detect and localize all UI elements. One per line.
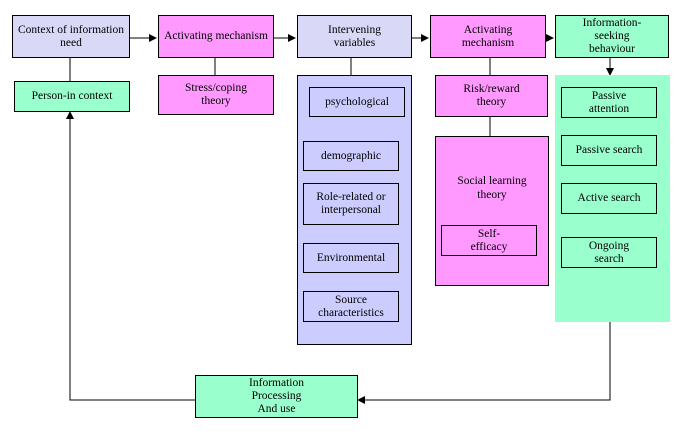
social-learning-label: Social learning theory [457, 175, 527, 201]
self-efficacy-box: Self- efficacy [441, 225, 537, 256]
social-learning-panel [435, 136, 549, 286]
seeking-item: Active search [561, 183, 657, 214]
line-processing-to-person [66, 111, 195, 401]
intervening-item: Environmental [303, 243, 399, 273]
information-processing-box: Information Processing And use [195, 375, 358, 418]
information-seeking-box: Information- seeking behaviour [555, 15, 669, 58]
seeking-item: Passive search [561, 135, 657, 166]
stress-coping-box: Stress/coping theory [158, 75, 274, 115]
activating-mechanism-2-box: Activating mechanism [430, 15, 546, 58]
intervening-item: Source characteristics [303, 291, 399, 322]
activating-mechanism-box: Activating mechanism [158, 15, 274, 58]
context-box: Context of information need [12, 15, 130, 58]
seeking-item: Passive attention [561, 87, 657, 118]
intervening-item: Role-related or interpersonal [303, 183, 399, 225]
risk-reward-box: Risk/reward theory [435, 75, 548, 117]
intervening-item: psychological [309, 87, 405, 117]
intervening-variables-box: Intervening variables [297, 15, 412, 58]
person-in-context-box: Person-in context [14, 81, 130, 112]
seeking-item: Ongoing search [561, 237, 657, 268]
line-seeking-to-processing [357, 322, 611, 404]
intervening-item: demographic [303, 141, 399, 171]
